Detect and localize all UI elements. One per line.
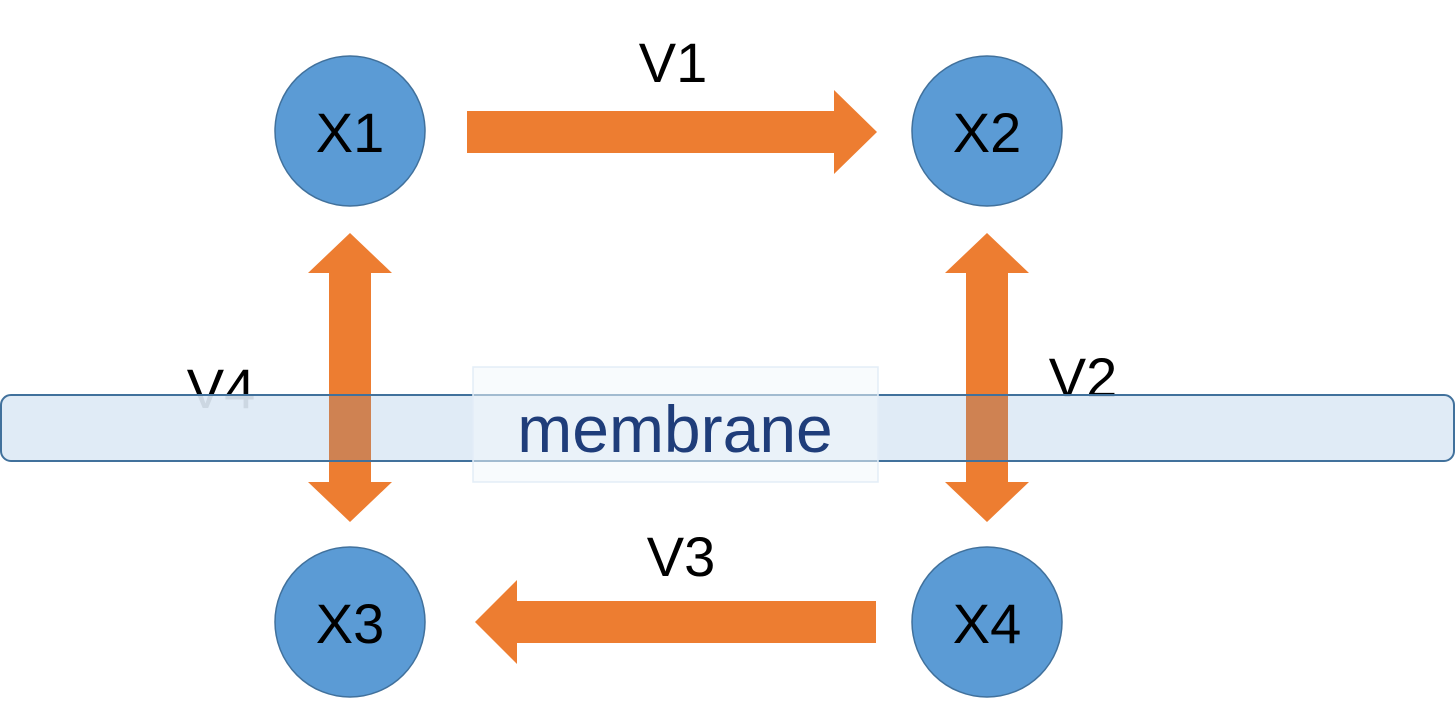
node-x1-circle — [274, 55, 426, 207]
node-x2: X2 — [911, 55, 1063, 207]
node-x4-label: X4 — [953, 592, 1022, 655]
node-x2-label: X2 — [953, 101, 1022, 164]
membrane-textbox — [472, 366, 879, 483]
flux-label-v3: V3 — [647, 525, 716, 588]
node-x4: X4 — [911, 546, 1063, 698]
node-x3-label: X3 — [316, 592, 385, 655]
node-x1-label: X1 — [316, 101, 385, 164]
arrow-v4 — [308, 233, 392, 522]
node-x2-circle — [911, 55, 1063, 207]
flux-label-v1: V1 — [639, 31, 708, 94]
arrow-v3 — [475, 580, 876, 664]
membrane-label: membrane — [517, 392, 832, 466]
arrow-v2 — [945, 233, 1029, 522]
arrow-v2-membrane-overlap — [966, 396, 1008, 460]
node-x1: X1 — [274, 55, 426, 207]
node-x4-circle — [911, 546, 1063, 698]
arrow-v4-membrane-overlap — [329, 396, 371, 460]
node-x3: X3 — [274, 546, 426, 698]
node-x3-circle — [274, 546, 426, 698]
arrow-v1 — [467, 90, 877, 174]
